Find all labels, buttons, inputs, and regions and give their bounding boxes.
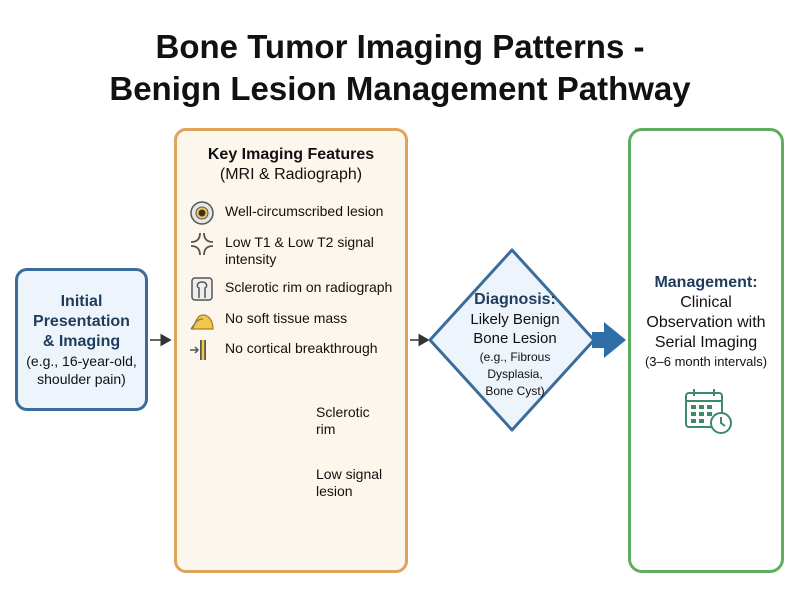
feature-label: No soft tissue mass	[225, 310, 348, 326]
page-title: Bone Tumor Imaging Patterns - Benign Les…	[0, 26, 800, 110]
title-line-2: Benign Lesion Management Pathway	[109, 70, 691, 107]
feature-label: Well-circumscribed lesion	[225, 203, 384, 219]
cortex-icon	[190, 340, 206, 360]
feature-item: No cortical breakthrough	[185, 337, 407, 377]
diagnosis-example-3: Bone Cyst)	[485, 384, 545, 398]
feature-label: Sclerotic rim on radiograph	[225, 279, 393, 295]
initial-presentation-box: Initial Presentation & Imaging (e.g., 16…	[15, 268, 148, 411]
management-interval: (3–6 month intervals)	[644, 354, 768, 369]
annotation-sclerotic-rim: Sclerotic rim	[316, 404, 370, 437]
initial-detail-1: (e.g., 16-year-old,	[26, 352, 137, 369]
feature-label: Low T1 & Low T2 signal intensity	[225, 234, 374, 267]
initial-line-3: & Imaging	[42, 332, 121, 350]
feature-label: No cortical breakthrough	[225, 340, 378, 356]
annotation-low-signal-lesion: Low signal lesion	[316, 466, 383, 499]
diagnosis-node: Diagnosis: Likely Benign Bone Lesion (e.…	[440, 290, 590, 399]
diagnosis-example-2: Dysplasia,	[487, 367, 543, 381]
diagnosis-line-1: Likely Benign	[470, 311, 560, 328]
key-imaging-features-box: Key Imaging Features (MRI & Radiograph) …	[174, 128, 408, 573]
initial-detail-2: shoulder pain)	[37, 370, 126, 387]
title-line-1: Bone Tumor Imaging Patterns -	[155, 28, 645, 65]
management-line-1: Clinical	[680, 294, 732, 311]
feature-item: No soft tissue mass	[185, 307, 407, 347]
signal-bars-icon	[190, 232, 214, 256]
initial-line-1: Initial	[60, 292, 103, 310]
management-line-2: Observation with	[646, 314, 766, 331]
features-title: Key Imaging Features	[207, 146, 375, 163]
features-subtitle: (MRI & Radiograph)	[219, 166, 363, 183]
diagnosis-line-2: Bone Lesion	[473, 330, 557, 347]
management-label: Management:	[654, 274, 758, 291]
diagnosis-diamond	[428, 248, 596, 432]
feature-item: Sclerotic rim on radiograph	[185, 276, 407, 316]
feature-item: Well-circumscribed lesion	[185, 200, 407, 240]
soft-tissue-icon	[190, 314, 214, 330]
management-line-3: Serial Imaging	[654, 334, 758, 351]
diagnosis-label: Diagnosis:	[474, 291, 556, 308]
diagnosis-example-1: (e.g., Fibrous	[479, 350, 551, 364]
arrow-diagnosis-to-management	[592, 322, 626, 358]
calendar-clock-icon	[685, 389, 732, 434]
sclerotic-rim-icon	[191, 277, 213, 301]
initial-line-2: Presentation	[33, 312, 130, 330]
management-box: Management: Clinical Observation with Se…	[628, 128, 784, 573]
circled-lesion-icon	[190, 201, 214, 225]
feature-item: Low T1 & Low T2 signal intensity	[185, 231, 407, 271]
